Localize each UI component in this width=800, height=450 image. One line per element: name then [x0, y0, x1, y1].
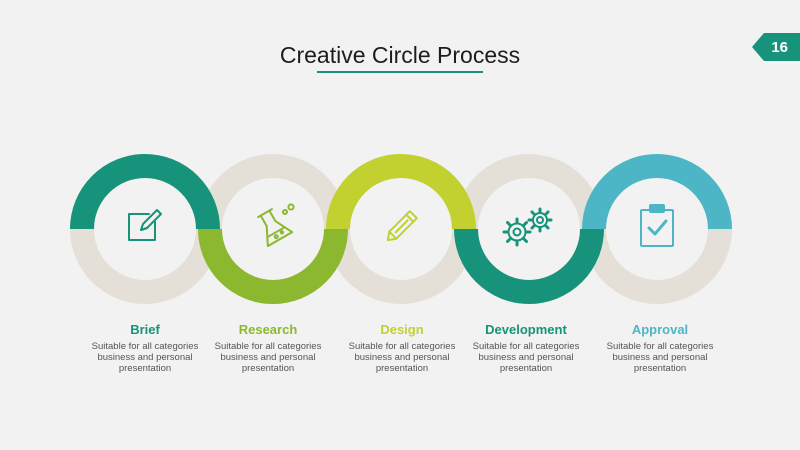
step-desc-line: Suitable for all categories	[91, 341, 199, 352]
step-desc-line: presentation	[499, 363, 553, 374]
step-description: Suitable for all categories business and…	[337, 341, 467, 374]
arc-design	[326, 154, 476, 230]
title-underline	[317, 71, 483, 73]
step-description: Suitable for all categories business and…	[80, 341, 210, 374]
step-desc-line: presentation	[118, 363, 172, 374]
step-desc-line: Suitable for all categories	[214, 341, 322, 352]
step-desc-line: presentation	[375, 363, 429, 374]
step-description: Suitable for all categories business and…	[203, 341, 333, 374]
step-desc-line: presentation	[633, 363, 687, 374]
step-description: Suitable for all categories business and…	[595, 341, 725, 374]
arc-research	[198, 228, 348, 304]
step-desc-line: business and personal	[354, 352, 450, 363]
clipboard-check-icon	[640, 204, 674, 247]
flask-icon	[257, 203, 295, 248]
step-title: Approval	[631, 322, 689, 337]
step-title: Brief	[130, 322, 160, 337]
step-desc-line: business and personal	[97, 352, 193, 363]
step-desc-line: Suitable for all categories	[606, 341, 714, 352]
pencil-icon	[386, 210, 418, 242]
arc-approval	[582, 154, 732, 230]
page-number-badge: 16	[752, 33, 800, 61]
arc-development	[454, 228, 604, 304]
step-title: Research	[238, 322, 298, 337]
step-design: Design Suitable for all categories busin…	[337, 322, 467, 374]
arc-brief	[70, 154, 220, 230]
step-approval: Approval Suitable for all categories bus…	[595, 322, 725, 374]
step-desc-line: presentation	[241, 363, 295, 374]
step-desc-line: business and personal	[478, 352, 574, 363]
step-desc-line: Suitable for all categories	[348, 341, 456, 352]
step-research: Research Suitable for all categories bus…	[203, 322, 333, 374]
step-brief: Brief Suitable for all categories busine…	[80, 322, 210, 374]
step-desc-line: business and personal	[220, 352, 316, 363]
step-desc-line: Suitable for all categories	[472, 341, 580, 352]
step-description: Suitable for all categories business and…	[461, 341, 591, 374]
edit-icon	[128, 209, 162, 241]
ring-arcs	[70, 154, 732, 304]
page-title: Creative Circle Process	[279, 42, 521, 68]
step-title: Development	[485, 322, 567, 337]
step-title: Design	[380, 322, 424, 337]
step-development: Development Suitable for all categories …	[461, 322, 591, 374]
step-desc-line: business and personal	[612, 352, 708, 363]
page-number: 16	[771, 38, 788, 56]
gears-icon	[502, 207, 553, 247]
